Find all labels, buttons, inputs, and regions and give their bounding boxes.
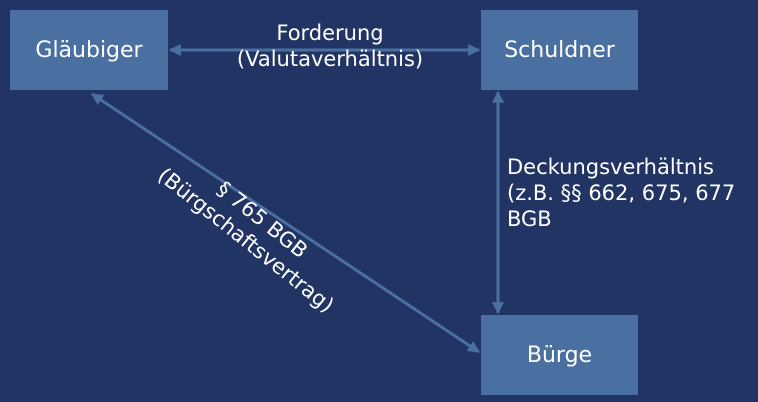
- deckung-edge-label: Deckungsverhältnis (z.B. §§ 662, 675, 67…: [507, 154, 735, 232]
- deckung-label-line1: Deckungsverhältnis: [507, 155, 714, 179]
- forderung-label-line2: (Valutaverhältnis): [236, 47, 424, 71]
- deckung-label-line3: BGB: [507, 207, 552, 231]
- glaeubiger-label: Gläubiger: [35, 37, 143, 63]
- buerge-label: Bürge: [526, 342, 593, 368]
- glaeubiger-box: Gläubiger: [10, 10, 168, 90]
- buerge-box: Bürge: [481, 315, 638, 395]
- schuldner-box: Schuldner: [481, 10, 638, 90]
- buergschaft-arrow: [91, 92, 480, 354]
- schuldner-label: Schuldner: [504, 37, 615, 63]
- forderung-label-line1: Forderung: [276, 21, 384, 45]
- forderung-edge-label: Forderung (Valutaverhältnis): [200, 20, 460, 72]
- deckung-label-line2: (z.B. §§ 662, 675, 677: [507, 181, 736, 205]
